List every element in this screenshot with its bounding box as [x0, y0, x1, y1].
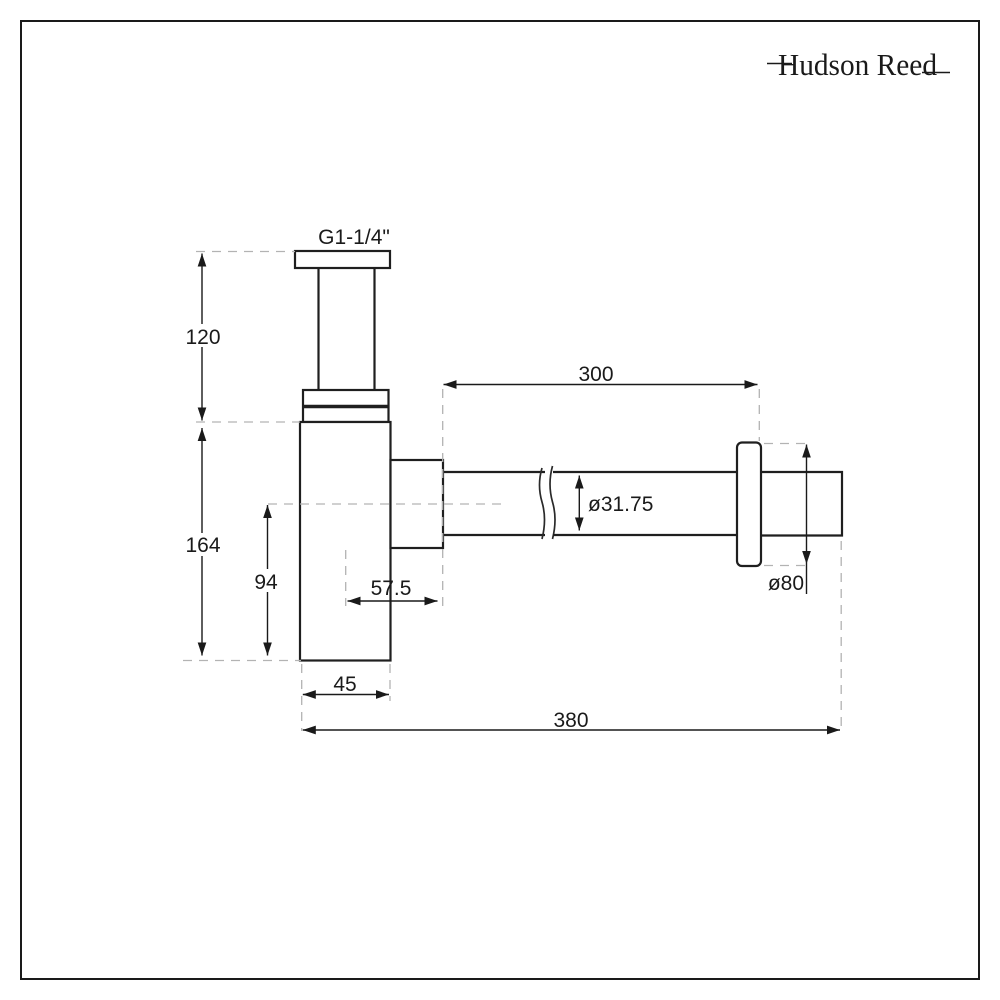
bottle-trap-outline — [293, 249, 844, 662]
dim-label-flange-dia: ø80 — [768, 572, 804, 595]
pipe-break-curve-left — [538, 467, 546, 540]
logo-text: Hudson Reed — [778, 47, 937, 82]
brand-logo: Hudson Reed — [767, 47, 950, 82]
dim-outlet-centerline-height: 94 — [251, 505, 282, 656]
trap-body — [298, 420, 392, 662]
dim-flange-diameter: ø80 — [768, 444, 811, 595]
dim-label-300: 300 — [578, 363, 613, 386]
page-border — [20, 20, 980, 980]
dim-label-94: 94 — [254, 571, 278, 594]
dim-label-45: 45 — [333, 673, 356, 696]
dim-label-pipe-dia: ø31.75 — [588, 493, 653, 516]
dim-outlet-offset: 57.5 — [347, 577, 438, 606]
pipe-tail-end — [761, 470, 844, 537]
dim-body-height: 164 — [183, 428, 222, 656]
dimensions: 120 164 94 300 ø31.75 ø80 57.5 — [183, 226, 840, 735]
dim-pipe-diameter: ø31.75 — [574, 475, 653, 531]
dim-top-section-height: 120 — [184, 253, 221, 421]
top-flange — [293, 249, 392, 270]
wall-flange — [735, 441, 763, 568]
dim-label-bg-120 — [184, 324, 221, 347]
pipe-break-curve-right — [549, 465, 556, 540]
dim-label-bg-164 — [183, 533, 222, 556]
dim-label-57-5: 57.5 — [371, 577, 412, 600]
thread-size-label: G1-1/4" — [318, 226, 390, 249]
dim-label-120: 120 — [185, 326, 220, 349]
dim-body-width: 45 — [302, 673, 389, 699]
extension-lines — [183, 250, 842, 731]
dim-overall-width: 380 — [302, 709, 840, 735]
dim-label-164: 164 — [185, 534, 220, 557]
dim-label-bg-94 — [251, 569, 282, 592]
dim-pipe-length: 300 — [443, 363, 758, 389]
dim-label-380: 380 — [553, 709, 588, 732]
